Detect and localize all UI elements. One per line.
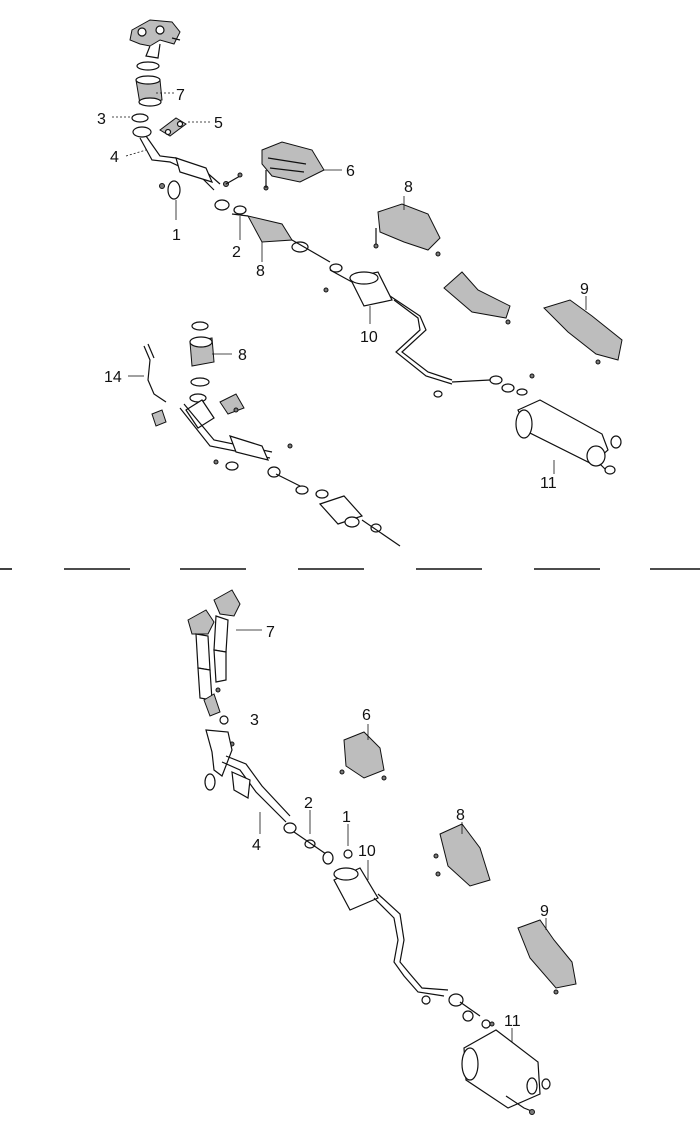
callout-4-bottom: 4 (252, 837, 261, 854)
catalytic-converter (231, 213, 343, 273)
callout-8-top-upper: 8 (404, 179, 413, 196)
heat-protector-8-upper (373, 203, 441, 257)
callout-6-top: 6 (346, 163, 355, 180)
heat-protector-bottom-9 (517, 919, 577, 995)
callout-1-top: 1 (172, 227, 181, 244)
catalytic-converter-alt (179, 321, 401, 547)
top-leader-lines (112, 92, 587, 474)
heat-protector-9 (543, 299, 623, 365)
callout-9-bottom: 9 (540, 903, 549, 920)
bottom-assembly (187, 589, 577, 1115)
main-muffler-10 (323, 269, 503, 398)
heat-protector-bottom-6 (339, 731, 387, 781)
heat-protector-6 (261, 141, 325, 191)
top-assembly (112, 19, 623, 547)
callout-10-top: 10 (360, 329, 378, 346)
callout-2-top: 2 (232, 244, 241, 261)
callout-8-top-alt: 8 (238, 347, 247, 364)
oxygen-sensor-14 (143, 343, 167, 427)
flange-gasket-3 (131, 113, 152, 138)
callout-8-top-cat: 8 (256, 263, 265, 280)
bottom-leader-lines (236, 629, 547, 1042)
callout-11-top: 11 (540, 475, 557, 492)
callout-9-top: 9 (580, 281, 589, 298)
callout-5-top: 5 (214, 115, 223, 132)
callout-8-bottom: 8 (456, 807, 465, 824)
callout-1-bottom: 1 (342, 809, 351, 826)
bottom-callout-labels: 7 6 3 2 8 1 4 10 9 11 (250, 624, 549, 1030)
callout-4-top: 4 (110, 149, 119, 166)
callout-6-bottom: 6 (362, 707, 371, 724)
exhaust-manifold (129, 19, 181, 107)
bracket-5 (159, 117, 187, 137)
callout-11-bottom: 11 (504, 1013, 521, 1030)
gasket-2 (214, 199, 247, 215)
front-pipe-bottom (204, 729, 353, 865)
callout-2-bottom: 2 (304, 795, 313, 812)
callout-10-bottom: 10 (358, 843, 376, 860)
exhaust-manifold-bottom (187, 589, 241, 747)
rear-muffler-bottom (461, 1021, 551, 1115)
rear-muffler-11 (501, 373, 622, 475)
hanger-bracket (443, 271, 511, 325)
callout-3-top: 3 (97, 111, 106, 128)
top-callout-labels: 7 3 5 4 6 8 1 2 8 9 10 8 14 11 (97, 87, 589, 492)
main-muffler-bottom (333, 867, 491, 1029)
callout-14-top: 14 (104, 369, 122, 386)
callout-7-top: 7 (176, 87, 185, 104)
callout-7-bottom: 7 (266, 624, 275, 641)
front-pipe-4 (139, 135, 243, 200)
callout-3-bottom: 3 (250, 712, 259, 729)
